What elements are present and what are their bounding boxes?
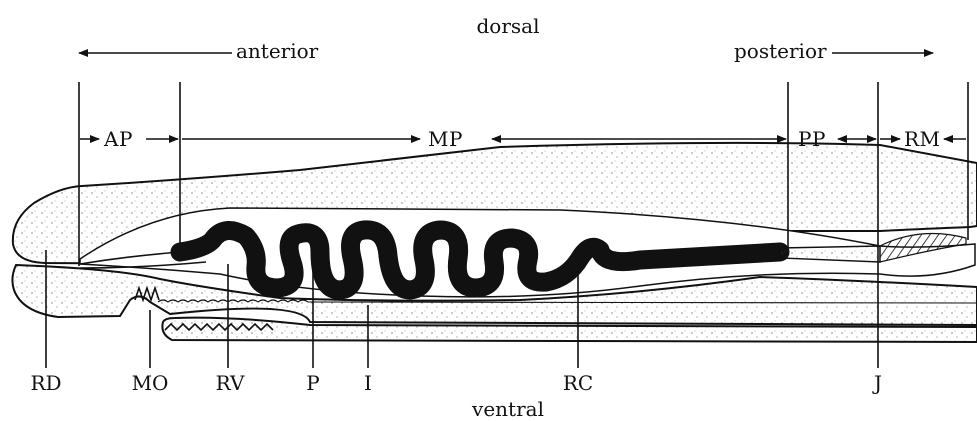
- section-pp: PP: [798, 127, 826, 151]
- part-p: P: [306, 371, 319, 395]
- section-ap: AP: [103, 127, 133, 151]
- anterior-label: anterior: [236, 39, 319, 63]
- part-rv: RV: [216, 371, 245, 395]
- part-rc: RC: [563, 371, 593, 395]
- dorsal-label: dorsal: [477, 14, 540, 38]
- section-rm: RM: [904, 127, 941, 151]
- part-i: I: [364, 371, 372, 395]
- part-mo: MO: [132, 371, 169, 395]
- part-j: J: [872, 371, 882, 395]
- section-mp: MP: [428, 127, 463, 151]
- ventral-label: ventral: [471, 397, 544, 421]
- posterior-label: posterior: [734, 39, 827, 63]
- part-rd: RD: [30, 371, 61, 395]
